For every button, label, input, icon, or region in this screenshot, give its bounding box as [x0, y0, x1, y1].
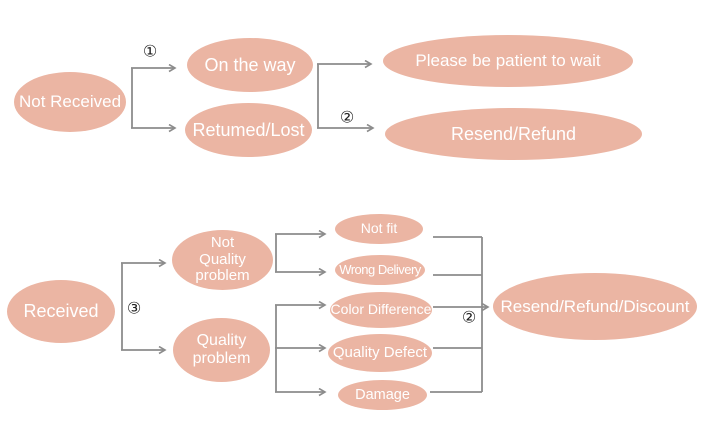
node-not-received: Not Received: [14, 72, 126, 132]
node-resend-refund-discount: Resend/Refund/Discount: [493, 273, 697, 340]
node-label: Quality Defect: [332, 343, 428, 361]
node-returned-lost: Retumed/Lost: [185, 103, 312, 157]
node-label: Quality problem: [192, 332, 251, 367]
node-label: Please be patient to wait: [415, 51, 601, 71]
node-label: Received: [23, 301, 99, 322]
node-label: Resend/Refund/Discount: [500, 296, 690, 316]
node-label: Not fit: [360, 220, 398, 237]
node-received: Received: [7, 280, 115, 343]
node-label: Wrong Delivery: [339, 261, 421, 277]
step-3-marker: ③: [126, 298, 142, 318]
node-wrong-delivery: Wrong Delivery: [335, 255, 425, 285]
step-2-marker-top: ②: [339, 107, 355, 127]
node-resend-refund: Resend/Refund: [385, 108, 642, 160]
node-color-difference: Color Difference: [330, 292, 432, 328]
node-on-the-way: On the way: [187, 38, 313, 92]
node-label: Not Quality problem: [195, 233, 250, 285]
node-label: On the way: [204, 54, 296, 75]
node-please-be-patient: Please be patient to wait: [383, 35, 633, 87]
node-label: Damage: [355, 386, 410, 403]
node-not-quality-problem: Not Quality problem: [172, 230, 273, 290]
node-not-fit: Not fit: [335, 214, 423, 244]
node-label: Resend/Refund: [450, 123, 577, 144]
node-damage: Damage: [338, 380, 427, 410]
node-label: Not Received: [18, 92, 122, 112]
node-label: Retumed/Lost: [192, 119, 305, 140]
node-label: Color Difference: [330, 301, 432, 318]
node-quality-defect: Quality Defect: [328, 334, 432, 372]
step-2-marker-bottom: ②: [461, 307, 477, 327]
step-1-marker: ①: [142, 41, 158, 61]
node-quality-problem: Quality problem: [173, 318, 270, 382]
